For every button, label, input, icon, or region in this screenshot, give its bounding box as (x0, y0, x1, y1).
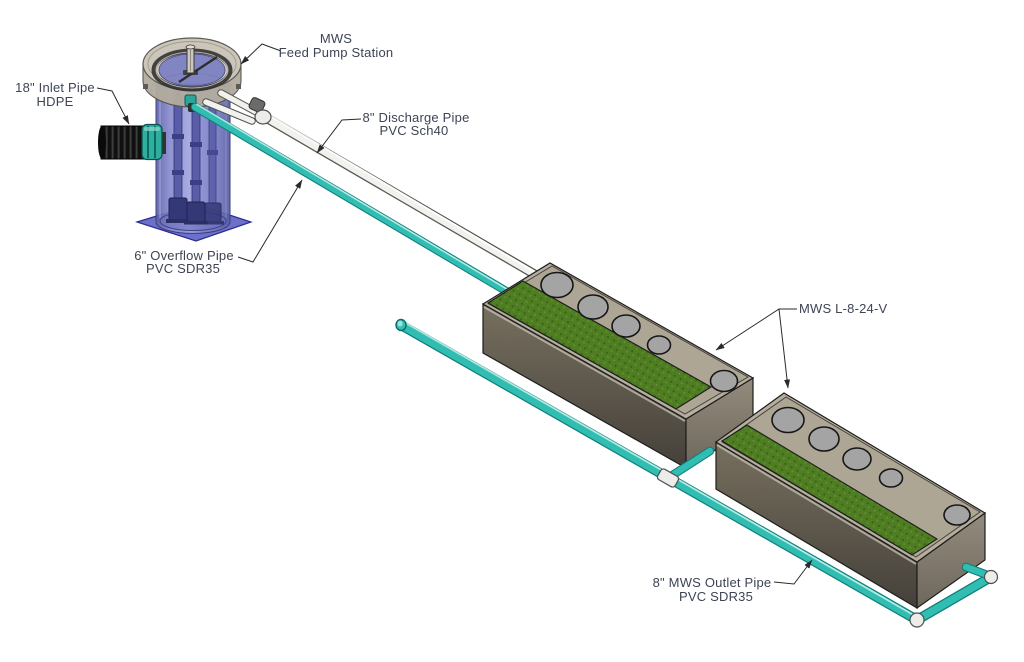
inlet-label-line1: 18" Inlet Pipe (15, 80, 95, 95)
label-overflow-pipe: 6" Overflow Pipe PVC SDR35 (134, 179, 303, 276)
inlet-coupler (141, 123, 163, 161)
manhole-cover (943, 504, 971, 526)
discharge-pipe (202, 89, 546, 283)
outlet-pipe (395, 318, 999, 628)
label-discharge-pipe: 8" Discharge Pipe PVC Sch40 (316, 110, 469, 154)
overflow-label-line2: PVC SDR35 (146, 261, 220, 276)
discharge-label-line1: 8" Discharge Pipe (362, 110, 469, 125)
manhole-cover (646, 335, 672, 355)
overflow-label-line1: 6" Overflow Pipe (134, 248, 234, 263)
label-mws-unit: MWS L-8-24-V (715, 301, 887, 389)
pump-label-line1: MWS (320, 31, 352, 46)
inlet-pipe (98, 123, 166, 161)
lid-handle (178, 55, 218, 84)
pump-label-line2: Feed Pump Station (279, 45, 394, 60)
inlet-label-line2: HDPE (37, 94, 74, 109)
annotations: 18" Inlet Pipe HDPE MWS Feed Pump Statio… (15, 31, 887, 604)
manhole-cover (878, 468, 904, 488)
inlet-corrugated-pipe (100, 125, 145, 160)
outlet-tee-fitting (656, 468, 680, 488)
discharge-label-line2: PVC Sch40 (379, 123, 448, 138)
wetland-unit-2 (714, 392, 987, 610)
overflow-pipe (184, 94, 521, 302)
lid-vent-pipe (185, 44, 196, 74)
pump-riser (202, 103, 224, 225)
label-outlet-pipe: 8" MWS Outlet Pipe PVC SDR35 (653, 559, 813, 604)
manhole-cover (771, 406, 805, 434)
unit1-vegetation (486, 280, 713, 410)
label-inlet-pipe: 18" Inlet Pipe HDPE (15, 80, 130, 125)
unit2-vegetation (720, 424, 939, 556)
manhole-cover (540, 271, 574, 299)
wetland-unit-1 (481, 262, 755, 470)
manhole-cover (842, 447, 872, 471)
manhole-cover (611, 314, 641, 338)
outlet-label-line1: 8" MWS Outlet Pipe (653, 575, 772, 590)
manhole-cover (808, 426, 840, 452)
outlet-elbow (983, 569, 999, 585)
unit-label: MWS L-8-24-V (799, 301, 887, 316)
outlet-elbow (909, 612, 925, 628)
feed-pump-station (134, 37, 253, 242)
label-feed-pump-station: MWS Feed Pump Station (240, 31, 394, 65)
outlet-label-line2: PVC SDR35 (679, 589, 753, 604)
manhole-cover (709, 369, 739, 393)
discharge-elbow (248, 97, 266, 113)
discharge-wye-fitting (254, 109, 272, 125)
outlet-end-cap (395, 318, 407, 332)
manhole-cover (577, 294, 609, 320)
